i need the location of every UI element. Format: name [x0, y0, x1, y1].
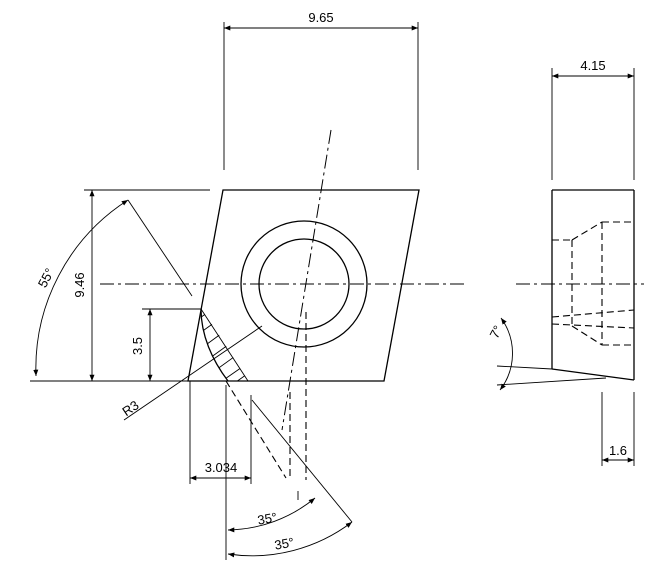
dim-overall-width-label: 9.65 [308, 10, 333, 25]
chip-breaker-curve [200, 308, 229, 382]
dim-overall-width: 9.65 [223, 10, 419, 170]
dim-relief-angle-label: 7° [486, 323, 505, 341]
dim-offset-width: 3.034 [189, 381, 252, 484]
front-view [100, 129, 468, 480]
dim-included-angle: 55° [33, 199, 193, 377]
dim-thickness-label: 4.15 [580, 58, 605, 73]
dim-height: 9.46 [30, 189, 210, 382]
dim-offset-height: 3.5 [130, 308, 201, 381]
dim-radius-label: R3 [119, 397, 141, 419]
dim-relief-angle: 7° [486, 317, 607, 391]
hidden-line-a [225, 380, 287, 479]
side-view [516, 189, 644, 381]
dim-height-label: 9.46 [72, 272, 87, 297]
dim-offset-width-label: 3.034 [205, 460, 238, 475]
dim-base-thickness-label: 1.6 [609, 443, 627, 458]
insert-outline [187, 189, 420, 382]
dim-thickness: 4.15 [551, 58, 635, 180]
dim-inner-angle-label: 35° [256, 509, 278, 527]
slanted-center-line [281, 129, 332, 431]
chip-breaker-line [200, 308, 249, 382]
dim-lower-angles: 35° 35° [225, 385, 353, 560]
dim-offset-height-label: 3.5 [130, 337, 145, 355]
dim-base-thickness: 1.6 [601, 392, 635, 466]
dim-outer-angle-label: 35° [273, 534, 295, 552]
hole-outer-circle [240, 220, 368, 348]
